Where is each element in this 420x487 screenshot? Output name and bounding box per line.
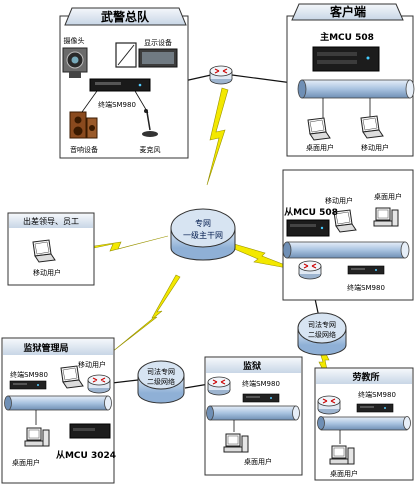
detention-terminal-icon — [356, 403, 394, 413]
bureau-mobile-label: 移动用户 — [78, 360, 106, 369]
field-title: 出差领导、员工 — [23, 216, 79, 226]
bureau-desktop-label: 桌面用户 — [12, 458, 40, 467]
bureau-terminal-label: 终端SM980 — [10, 370, 48, 379]
field-title-bg — [9, 214, 93, 228]
prison-router-icon — [207, 376, 231, 396]
hq-title-tab — [64, 7, 187, 26]
bureau-pipe — [4, 395, 112, 411]
client-pipe — [297, 79, 415, 99]
client-mcu-icon — [312, 46, 380, 72]
judicial-left-label-2: 二级网络 — [147, 377, 175, 386]
site-hq: 武警总队 摄像头 显示设备 终端SM980 — [59, 7, 189, 159]
client-mobile-label: 移动用户 — [361, 143, 389, 152]
site-field: 出差领导、员工 移动用户 — [7, 212, 95, 286]
detention-pipe — [317, 416, 411, 431]
camera-label: 摄像头 — [64, 36, 85, 45]
bureau-title-bg — [3, 339, 113, 355]
branch-desktop-icon — [373, 207, 399, 227]
prison-desktop-label: 桌面用户 — [244, 457, 272, 466]
judicial-right-label-1: 司法专网 — [308, 320, 336, 329]
judicial-network-right: 司法专网 二级网络 — [297, 312, 347, 356]
backbone-label-1: 专网 — [195, 218, 211, 228]
site-prison: 监狱 终端SM980 桌面用户 — [204, 356, 303, 476]
detention-router-icon — [317, 395, 341, 415]
bureau-router-icon — [87, 374, 111, 394]
branch-mcu-icon — [286, 219, 330, 237]
bureau-terminal-icon — [9, 380, 47, 390]
router-icon-top — [209, 65, 233, 85]
microphone-icon — [142, 109, 158, 137]
prison-pipe — [206, 405, 300, 421]
site-prison-bureau: 监狱管理局 移动用户 终端SM980 桌面用户 从MCU 3024 — [1, 337, 116, 484]
branch-terminal-label: 终端SM980 — [347, 283, 385, 292]
speaker-icon — [69, 111, 98, 139]
bureau-mcu-icon — [69, 423, 111, 439]
judicial-network-left: 司法专网 二级网络 — [137, 360, 185, 404]
display-icon — [115, 42, 178, 68]
client-desktop-label: 桌面用户 — [306, 143, 334, 152]
prison-title-bg — [206, 358, 301, 373]
client-mcu-label: 主MCU 508 — [320, 31, 374, 43]
branch-mobile-label: 移动用户 — [325, 196, 353, 205]
site-branch-right: 移动用户 桌面用户 从MCU 508 终端SM980 — [282, 169, 414, 301]
lightning-router-backbone — [206, 87, 229, 186]
prison-terminal-icon — [242, 393, 280, 403]
backbone-label-2: 一级主干网 — [183, 230, 223, 240]
judicial-left-label-1: 司法专网 — [147, 367, 175, 376]
hq-terminal-label: 终端SM980 — [98, 100, 136, 109]
hq-terminal-icon — [89, 78, 151, 92]
backbone-network: 专网 一级主干网 — [170, 208, 236, 261]
prison-terminal-label: 终端SM980 — [242, 379, 280, 388]
detention-terminal-label: 终端SM980 — [358, 390, 396, 399]
audio-label: 音响设备 — [70, 145, 98, 154]
camera-icon — [62, 47, 88, 78]
link-prisonbureau-network — [111, 379, 139, 384]
branch-pipe — [282, 241, 410, 259]
detention-title: 劳教所 — [352, 371, 379, 383]
detention-desktop-label: 桌面用户 — [330, 469, 358, 478]
detention-title-bg — [316, 369, 412, 384]
bureau-title: 监狱管理局 — [23, 342, 68, 354]
site-client: 客户端 主MCU 508 桌面用户 移动用户 — [286, 3, 415, 157]
branch-router-icon — [298, 260, 322, 280]
client-title-tab — [291, 3, 404, 21]
hq-title: 武警总队 — [101, 9, 150, 24]
judicial-right-label-2: 二级网络 — [308, 330, 336, 339]
lightning-backbone-prisonbureau — [111, 274, 181, 353]
branch-mcu-label: 从MCU 508 — [284, 207, 338, 218]
bureau-panel — [1, 337, 115, 484]
display-label: 显示设备 — [144, 38, 172, 47]
bureau-mcu-label: 从MCU 3024 — [56, 450, 116, 461]
branch-desktop-label: 桌面用户 — [374, 192, 402, 201]
mic-label: 麦克风 — [140, 145, 161, 154]
prison-desktop-icon — [223, 433, 249, 453]
bureau-desktop-icon — [24, 427, 50, 447]
client-title: 客户端 — [329, 4, 366, 19]
branch-terminal-icon — [347, 265, 385, 275]
field-mobile-label: 移动用户 — [33, 268, 61, 277]
prison-title: 监狱 — [243, 360, 261, 372]
detention-desktop-icon — [329, 445, 355, 465]
site-detention: 劳教所 终端SM980 桌面用户 — [314, 367, 414, 481]
lightning-backbone-branch — [231, 243, 299, 271]
